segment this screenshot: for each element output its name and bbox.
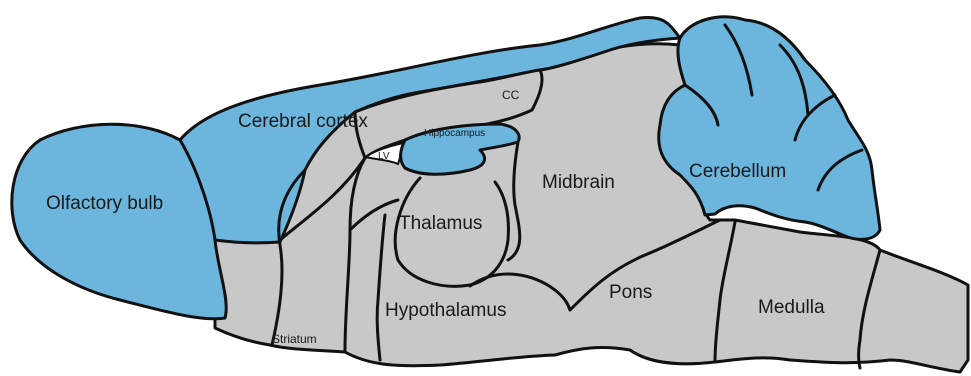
cc-label: CC xyxy=(502,88,520,102)
midbrain-label: Midbrain xyxy=(542,172,615,193)
pons-label: Pons xyxy=(609,282,652,303)
striatum-label: Striatum xyxy=(272,332,317,346)
hippocampus-label: Hippocampus xyxy=(424,128,485,139)
medulla-label: Medulla xyxy=(758,297,825,318)
thalamus-label: Thalamus xyxy=(399,213,482,234)
lv-label: LV xyxy=(378,151,390,162)
cerebellum-label: Cerebellum xyxy=(689,161,786,182)
olfactory-bulb-label: Olfactory bulb xyxy=(46,193,163,214)
hypothalamus-label: Hypothalamus xyxy=(385,300,506,321)
cerebral-cortex-label: Cerebral cortex xyxy=(238,111,368,132)
